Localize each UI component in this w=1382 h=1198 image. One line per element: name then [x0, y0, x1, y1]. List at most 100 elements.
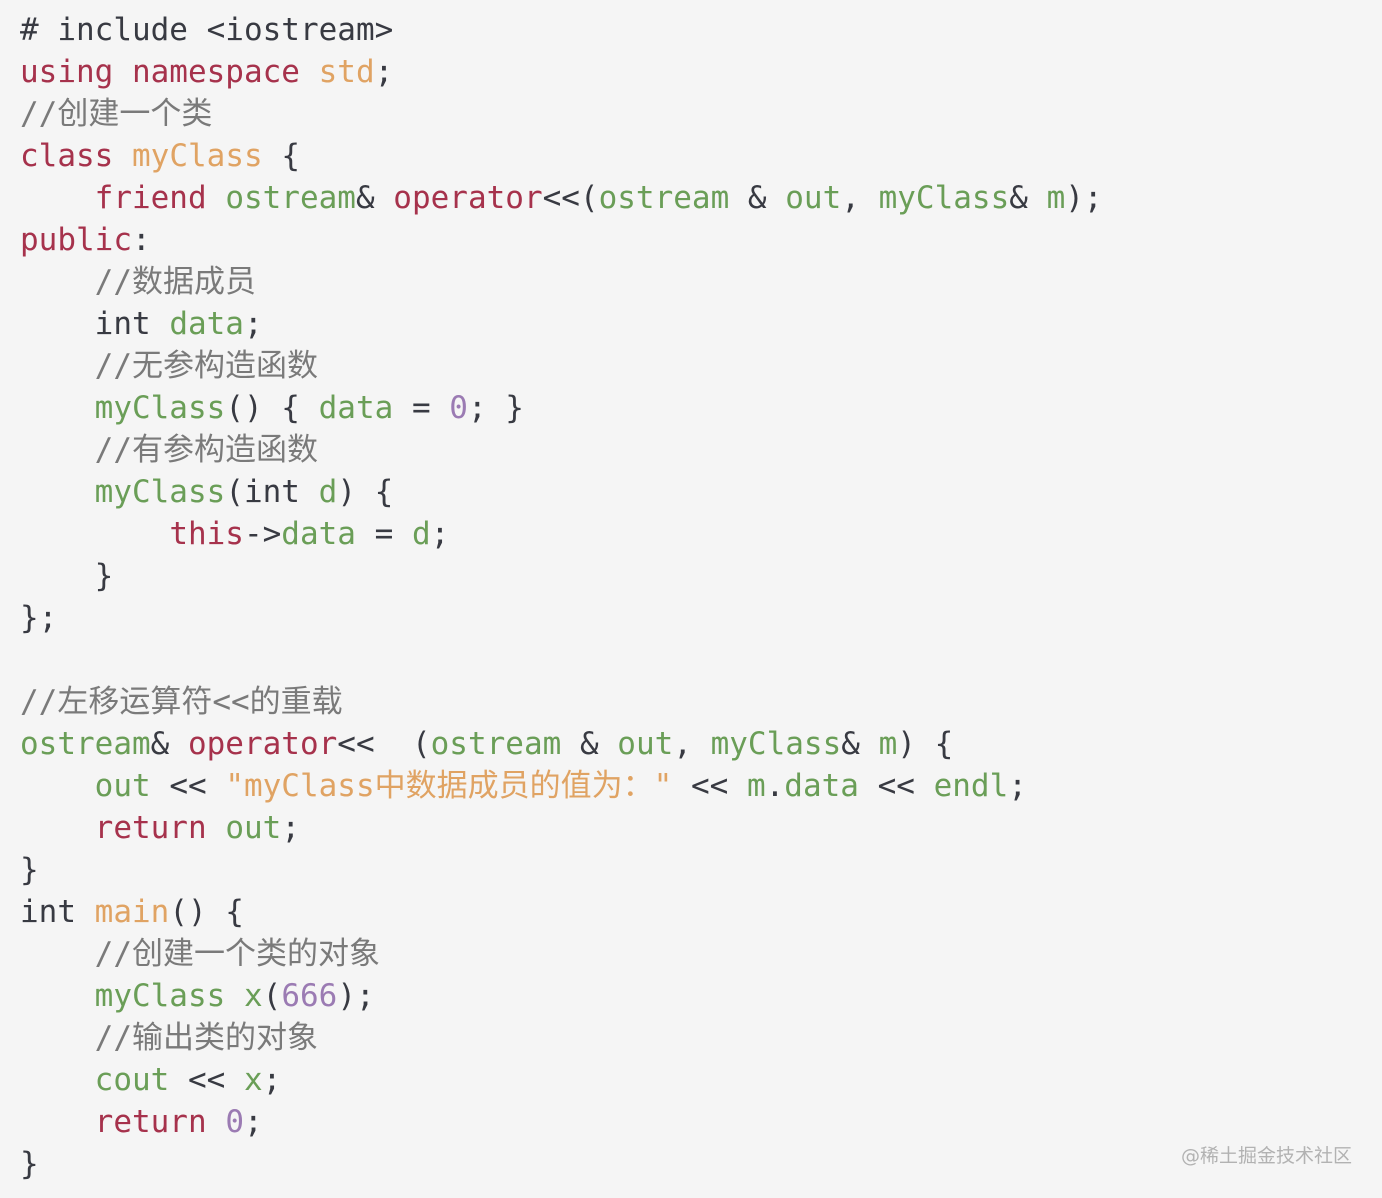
code-token-plain: ; [243, 1104, 263, 1140]
code-line: } [20, 555, 1103, 597]
code-line: return out; [20, 807, 1103, 849]
code-token-keyword: operator [187, 726, 338, 762]
code-line: myClass() { data = 0; } [20, 387, 1103, 429]
code-token-type: ostream [225, 180, 356, 216]
code-token-plain [20, 432, 95, 468]
code-token-plain: & [1009, 180, 1047, 216]
code-token-type: m [1046, 180, 1066, 216]
code-token-type: myClass [710, 726, 842, 762]
code-line: public: [20, 219, 1103, 261]
code-token-type: cout [94, 1062, 170, 1098]
code-line: //创建一个类 [20, 93, 1103, 135]
code-token-plain: ) { [337, 474, 394, 510]
code-line: int data; [20, 303, 1103, 345]
code-token-comment: //左移运算符<<的重载 [20, 684, 343, 720]
code-line: //有参构造函数 [20, 429, 1103, 471]
code-token-plain: . [765, 768, 785, 804]
code-token-type: myClass [94, 978, 226, 1014]
code-line: //左移运算符<<的重载 [20, 681, 1103, 723]
code-token-plain: << [150, 768, 226, 804]
code-token-type: d [411, 516, 431, 552]
code-token-plain: & [355, 180, 394, 216]
code-token-keyword: friend [94, 180, 207, 216]
code-token-comment: //数据成员 [94, 264, 256, 300]
code-token-plain [207, 1104, 226, 1140]
code-line: using namespace std; [20, 51, 1103, 93]
code-token-plain: , [841, 180, 879, 216]
code-token-type: out [785, 180, 842, 216]
code-line: cout << x; [20, 1059, 1103, 1101]
code-token-plain: & [150, 726, 188, 762]
code-token-plain [207, 810, 226, 846]
code-token-comment: //输出类的对象 [94, 1020, 318, 1056]
code-line: //创建一个类的对象 [20, 933, 1103, 975]
code-token-keyword: return [94, 810, 207, 846]
code-token-type: myClass [878, 180, 1010, 216]
code-token-type: d [318, 474, 338, 510]
code-token-plain: ; [262, 1062, 282, 1098]
code-token-plain: ; [243, 306, 263, 342]
code-token-type: data [169, 306, 244, 342]
code-token-plain [20, 1104, 95, 1140]
code-token-plain [20, 516, 169, 552]
code-token-plain: # include <iostream> [20, 12, 394, 48]
code-token-number: 0 [449, 390, 468, 426]
code-token-keyword: using namespace [20, 54, 300, 90]
code-token-plain [113, 138, 132, 174]
code-token-plain: } [20, 1146, 39, 1182]
code-line: myClass(int d) { [20, 471, 1103, 513]
code-token-plain [20, 180, 95, 216]
code-token-plain [20, 348, 95, 384]
code-block: # include <iostream>using namespace std;… [20, 9, 1103, 1185]
code-token-comment: //创建一个类 [20, 96, 213, 132]
code-token-plain [225, 978, 244, 1014]
code-token-number: 666 [281, 978, 338, 1014]
code-token-type: myClass [94, 474, 226, 510]
code-token-plain [207, 180, 226, 216]
code-token-plain: <<( [542, 180, 599, 216]
code-token-comment: //创建一个类的对象 [94, 936, 380, 972]
code-token-plain: ); [1065, 180, 1103, 216]
code-token-type: x [243, 1062, 263, 1098]
code-token-plain [20, 936, 95, 972]
code-token-plain: ) { [897, 726, 954, 762]
code-token-plain: << [169, 1062, 244, 1098]
code-token-literal: myClass [132, 138, 263, 174]
code-token-literal: std [318, 54, 375, 90]
code-token-keyword: class [20, 138, 114, 174]
code-token-plain [20, 1062, 95, 1098]
code-line: }; [20, 597, 1103, 639]
code-line [20, 639, 1103, 681]
code-line: this->data = d; [20, 513, 1103, 555]
code-token-type: ostream [598, 180, 730, 216]
code-line: //数据成员 [20, 261, 1103, 303]
code-line: //无参构造函数 [20, 345, 1103, 387]
code-line: return 0; [20, 1101, 1103, 1143]
code-token-plain [20, 768, 95, 804]
code-token-plain [20, 474, 95, 510]
code-token-literal: "myClass中数据成员的值为：" [225, 768, 673, 804]
code-token-number: 0 [225, 1104, 244, 1140]
code-line: } [20, 1143, 1103, 1185]
code-token-type: endl [933, 768, 1009, 804]
code-line: friend ostream& operator<<(ostream & out… [20, 177, 1103, 219]
code-token-plain [20, 1020, 95, 1056]
code-token-plain: { [262, 138, 300, 174]
code-line: out << "myClass中数据成员的值为：" << m.data << e… [20, 765, 1103, 807]
code-token-plain: = [355, 516, 412, 552]
code-line: ostream& operator<< (ostream & out, myCl… [20, 723, 1103, 765]
code-token-plain: : [131, 222, 151, 258]
code-line: class myClass { [20, 135, 1103, 177]
code-token-plain: } [20, 558, 114, 594]
code-token-plain: = [393, 390, 450, 426]
code-token-plain: << [858, 768, 934, 804]
code-token-plain: }; [20, 600, 58, 636]
code-line: # include <iostream> [20, 9, 1103, 51]
code-line: //输出类的对象 [20, 1017, 1103, 1059]
code-token-keyword: this [169, 516, 244, 552]
code-token-plain [300, 54, 319, 90]
code-token-plain: int [20, 306, 170, 342]
code-token-type: out [617, 726, 674, 762]
code-token-plain [20, 810, 95, 846]
code-token-type: data [281, 516, 356, 552]
